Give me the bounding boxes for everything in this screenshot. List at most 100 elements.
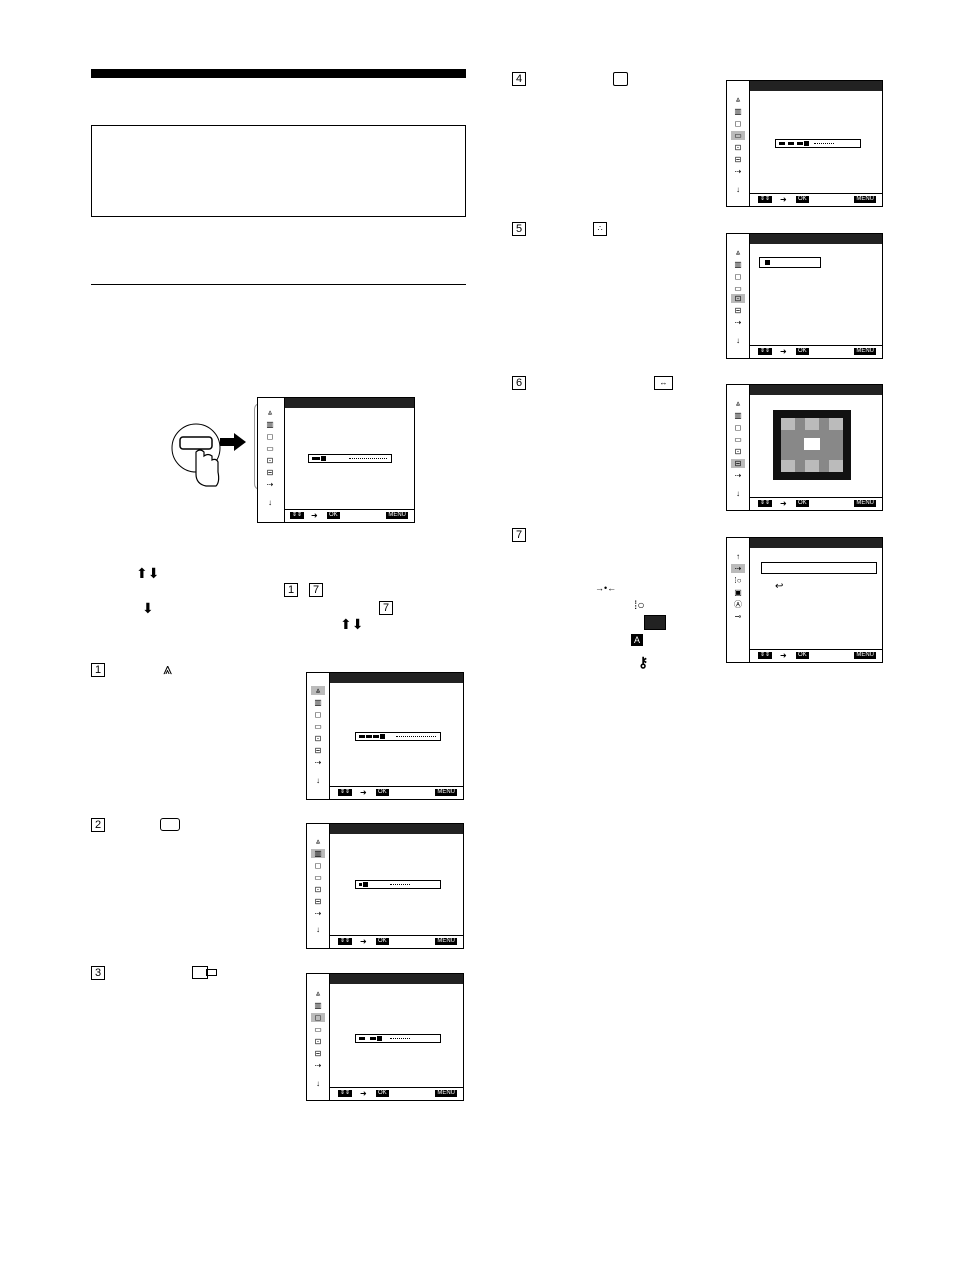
option-icon: ⇢ <box>314 758 322 767</box>
degauss-icon: ⁞○ <box>734 576 742 585</box>
convergence-icon: ⊡ <box>734 143 742 152</box>
option-icon: ⇢ <box>734 471 742 480</box>
convergence-icon: ⊡ <box>734 447 742 456</box>
ok-button: OK <box>796 652 809 659</box>
size-icon: ▭ <box>734 284 742 293</box>
degauss-icon: ⁞○ <box>634 598 645 612</box>
up-arrow-icon: ↑ <box>736 552 740 561</box>
slider-thumb <box>380 734 385 739</box>
language-icon: Ⓐ <box>734 600 742 609</box>
size-icon: ▭ <box>314 1025 322 1034</box>
menu-button: MENU <box>854 196 876 203</box>
ok-button: OK <box>376 938 389 945</box>
right-arrow-icon: ➜ <box>780 195 787 204</box>
nav-arrows-button: ⇕⇕ <box>338 789 353 796</box>
step-ref-target: 7 <box>379 601 393 615</box>
screen-position-icon: ▣ <box>734 588 742 597</box>
menu-button: MENU <box>386 512 408 519</box>
down-arrow-icon: ⬇ <box>142 600 154 616</box>
zoom-icon: ⊟ <box>266 468 274 477</box>
ok-button: OK <box>796 500 809 507</box>
h-center-icon: ◻ <box>311 1013 325 1022</box>
down-arrow-icon: ↓ <box>316 776 320 785</box>
convergence-icon: ∴ <box>593 222 607 236</box>
option-icon: ⇢ <box>314 909 322 918</box>
slider <box>355 732 441 741</box>
option-icon: →•← <box>595 583 617 593</box>
section-header-bar <box>91 69 466 78</box>
h-center-icon <box>192 966 208 979</box>
right-arrow-icon: ➜ <box>360 788 367 797</box>
option-icon: ⇢ <box>314 1061 322 1070</box>
slider-ticks <box>359 883 362 886</box>
ok-button: OK <box>796 196 809 203</box>
step-number: 2 <box>91 818 105 832</box>
up-down-arrows-icon: ⬆⬇ <box>340 616 364 632</box>
slider-ticks <box>359 735 379 738</box>
slider-ticks <box>779 142 803 145</box>
osd-step-1: ⩓ ▥ ◻ ▭ ⊡ ⊟ ⇢ ↓ ⇕⇕ ➜ OK MENU <box>306 672 464 800</box>
menu-button: MENU <box>435 938 457 945</box>
option-icon: ⇢ <box>734 167 742 176</box>
brightness-icon: ▥ <box>734 411 742 420</box>
menu-button: MENU <box>854 652 876 659</box>
convergence-icon: ⊡ <box>314 1037 322 1046</box>
down-arrow-icon: ↓ <box>736 336 740 345</box>
size-icon: ▭ <box>314 873 322 882</box>
slider-ticks <box>359 1037 376 1040</box>
menu-button-press-illustration <box>171 423 246 487</box>
down-arrow-icon: ↓ <box>268 498 272 507</box>
zoom-icon: ⊟ <box>734 155 742 164</box>
nav-arrows-button: ⇕⇕ <box>758 500 773 507</box>
brightness-icon: ▥ <box>314 698 322 707</box>
step-number: 5 <box>512 222 526 236</box>
slider <box>355 1034 441 1043</box>
slider-thumb <box>804 141 809 146</box>
slider-thumb <box>377 1036 382 1041</box>
nav-arrows-button: ⇕⇕ <box>758 652 773 659</box>
ok-button: OK <box>327 512 340 519</box>
zoom-icon: ⊟ <box>734 306 742 315</box>
menu-button: MENU <box>435 1090 457 1097</box>
contrast-icon: ⩓ <box>267 408 273 417</box>
ok-button: OK <box>796 348 809 355</box>
zoom-icon: ⊟ <box>314 897 322 906</box>
step-number: 6 <box>512 376 526 390</box>
option-icon: ⇢ <box>266 480 274 489</box>
menu-button: MENU <box>854 348 876 355</box>
convergence-icon: ⊡ <box>731 294 745 303</box>
step-number: 3 <box>91 966 105 980</box>
down-arrow-icon: ↓ <box>316 925 320 934</box>
nav-arrows-button: ⇕⇕ <box>290 512 305 519</box>
h-center-icon: ◻ <box>314 861 322 870</box>
h-center-icon-tab <box>206 969 217 976</box>
brightness-icon: ▥ <box>266 420 274 429</box>
contrast-icon: ⩓ <box>735 95 741 104</box>
menu-button: MENU <box>854 500 876 507</box>
brightness-icon <box>160 818 180 831</box>
return-icon: ↩ <box>775 581 784 592</box>
osd-step-3: ⩓ ▥ ◻ ▭ ⊡ ⊟ ⇢ ↓ ⇕⇕ ➜ OK MENU <box>306 973 464 1101</box>
size-icon: ▭ <box>266 444 274 453</box>
main-slider <box>308 454 392 463</box>
convergence-icon: ⊡ <box>266 456 274 465</box>
down-arrow-icon: ↓ <box>736 489 740 498</box>
nav-arrows-button: ⇕⇕ <box>338 938 353 945</box>
brightness-icon: ▥ <box>314 1001 322 1010</box>
contrast-icon: ⩓ <box>311 686 325 695</box>
h-center-icon: ◻ <box>734 119 742 128</box>
contrast-icon: ⩓ <box>735 248 741 257</box>
ok-button: OK <box>376 789 389 796</box>
zoom-pattern <box>773 410 851 480</box>
ok-button: OK <box>376 1090 389 1097</box>
zoom-icon: ⊟ <box>314 1049 322 1058</box>
slider <box>355 880 441 889</box>
option-icon: ⇢ <box>734 318 742 327</box>
h-center-icon: ◻ <box>734 423 742 432</box>
up-down-arrows-icon: ⬆⬇ <box>136 565 160 581</box>
right-arrow-icon: ➜ <box>780 499 787 508</box>
right-arrow-icon: ➜ <box>780 651 787 660</box>
convergence-icon: ⊡ <box>314 885 322 894</box>
osd-step-5: ⩓ ▥ ◻ ▭ ⊡ ⊟ ⇢ ↓ ⇕⇕ ➜ OK MENU <box>726 233 883 359</box>
slider-ticks <box>312 457 320 460</box>
